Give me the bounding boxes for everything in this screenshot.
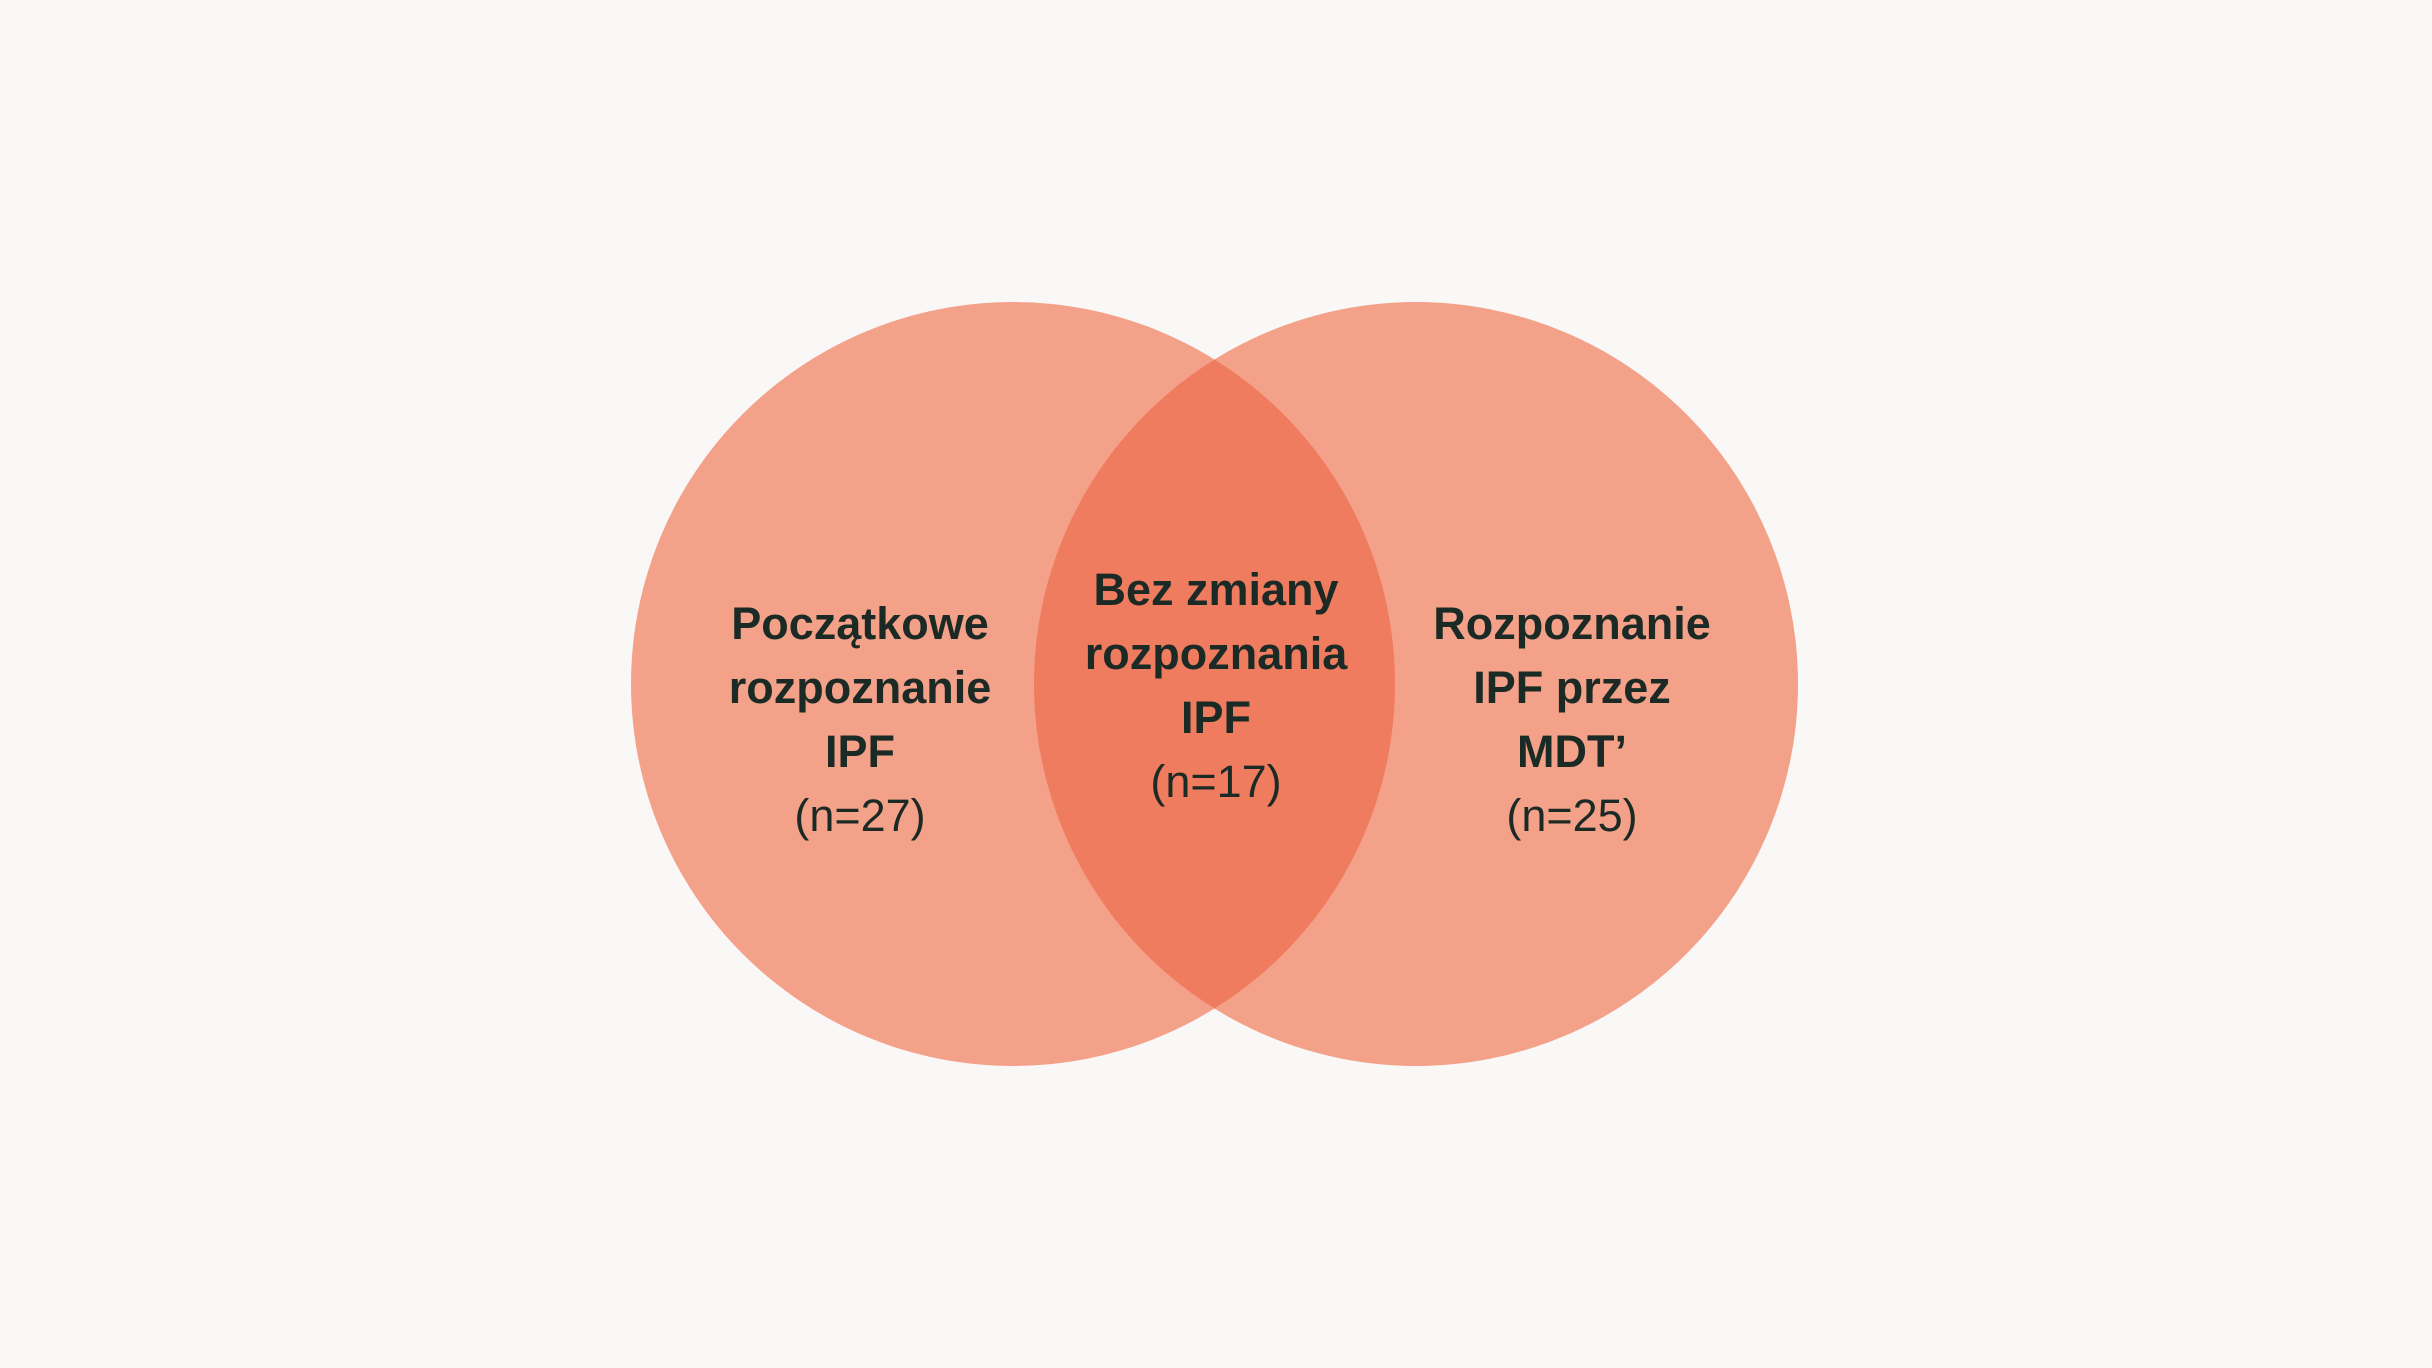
right-set-title-line-3: MDT’ bbox=[1517, 726, 1627, 777]
intersection-title-line-1: Bez zmiany bbox=[1093, 564, 1339, 615]
intersection-region bbox=[1034, 302, 1395, 1066]
intersection-count: (n=17) bbox=[1150, 756, 1282, 807]
left-set-count: (n=27) bbox=[794, 790, 926, 841]
left-set-title-line-2: rozpoznanie bbox=[728, 662, 992, 713]
left-set-label: Początkowe rozpoznanie IPF (n=27) bbox=[660, 592, 1060, 848]
intersection-title-line-3: IPF bbox=[1180, 692, 1251, 743]
left-set-title-line-3: IPF bbox=[824, 726, 895, 777]
intersection-title-line-2: rozpoznania bbox=[1084, 628, 1348, 679]
right-set-title-line-2: IPF przez bbox=[1473, 662, 1671, 713]
right-set-label: Rozpoznanie IPF przez MDT’ (n=25) bbox=[1372, 592, 1772, 848]
intersection-label: Bez zmiany rozpoznania IPF (n=17) bbox=[1016, 558, 1416, 814]
left-set-title-line-1: Początkowe bbox=[731, 598, 989, 649]
right-set-count: (n=25) bbox=[1506, 790, 1638, 841]
right-set-title-line-1: Rozpoznanie bbox=[1433, 598, 1711, 649]
